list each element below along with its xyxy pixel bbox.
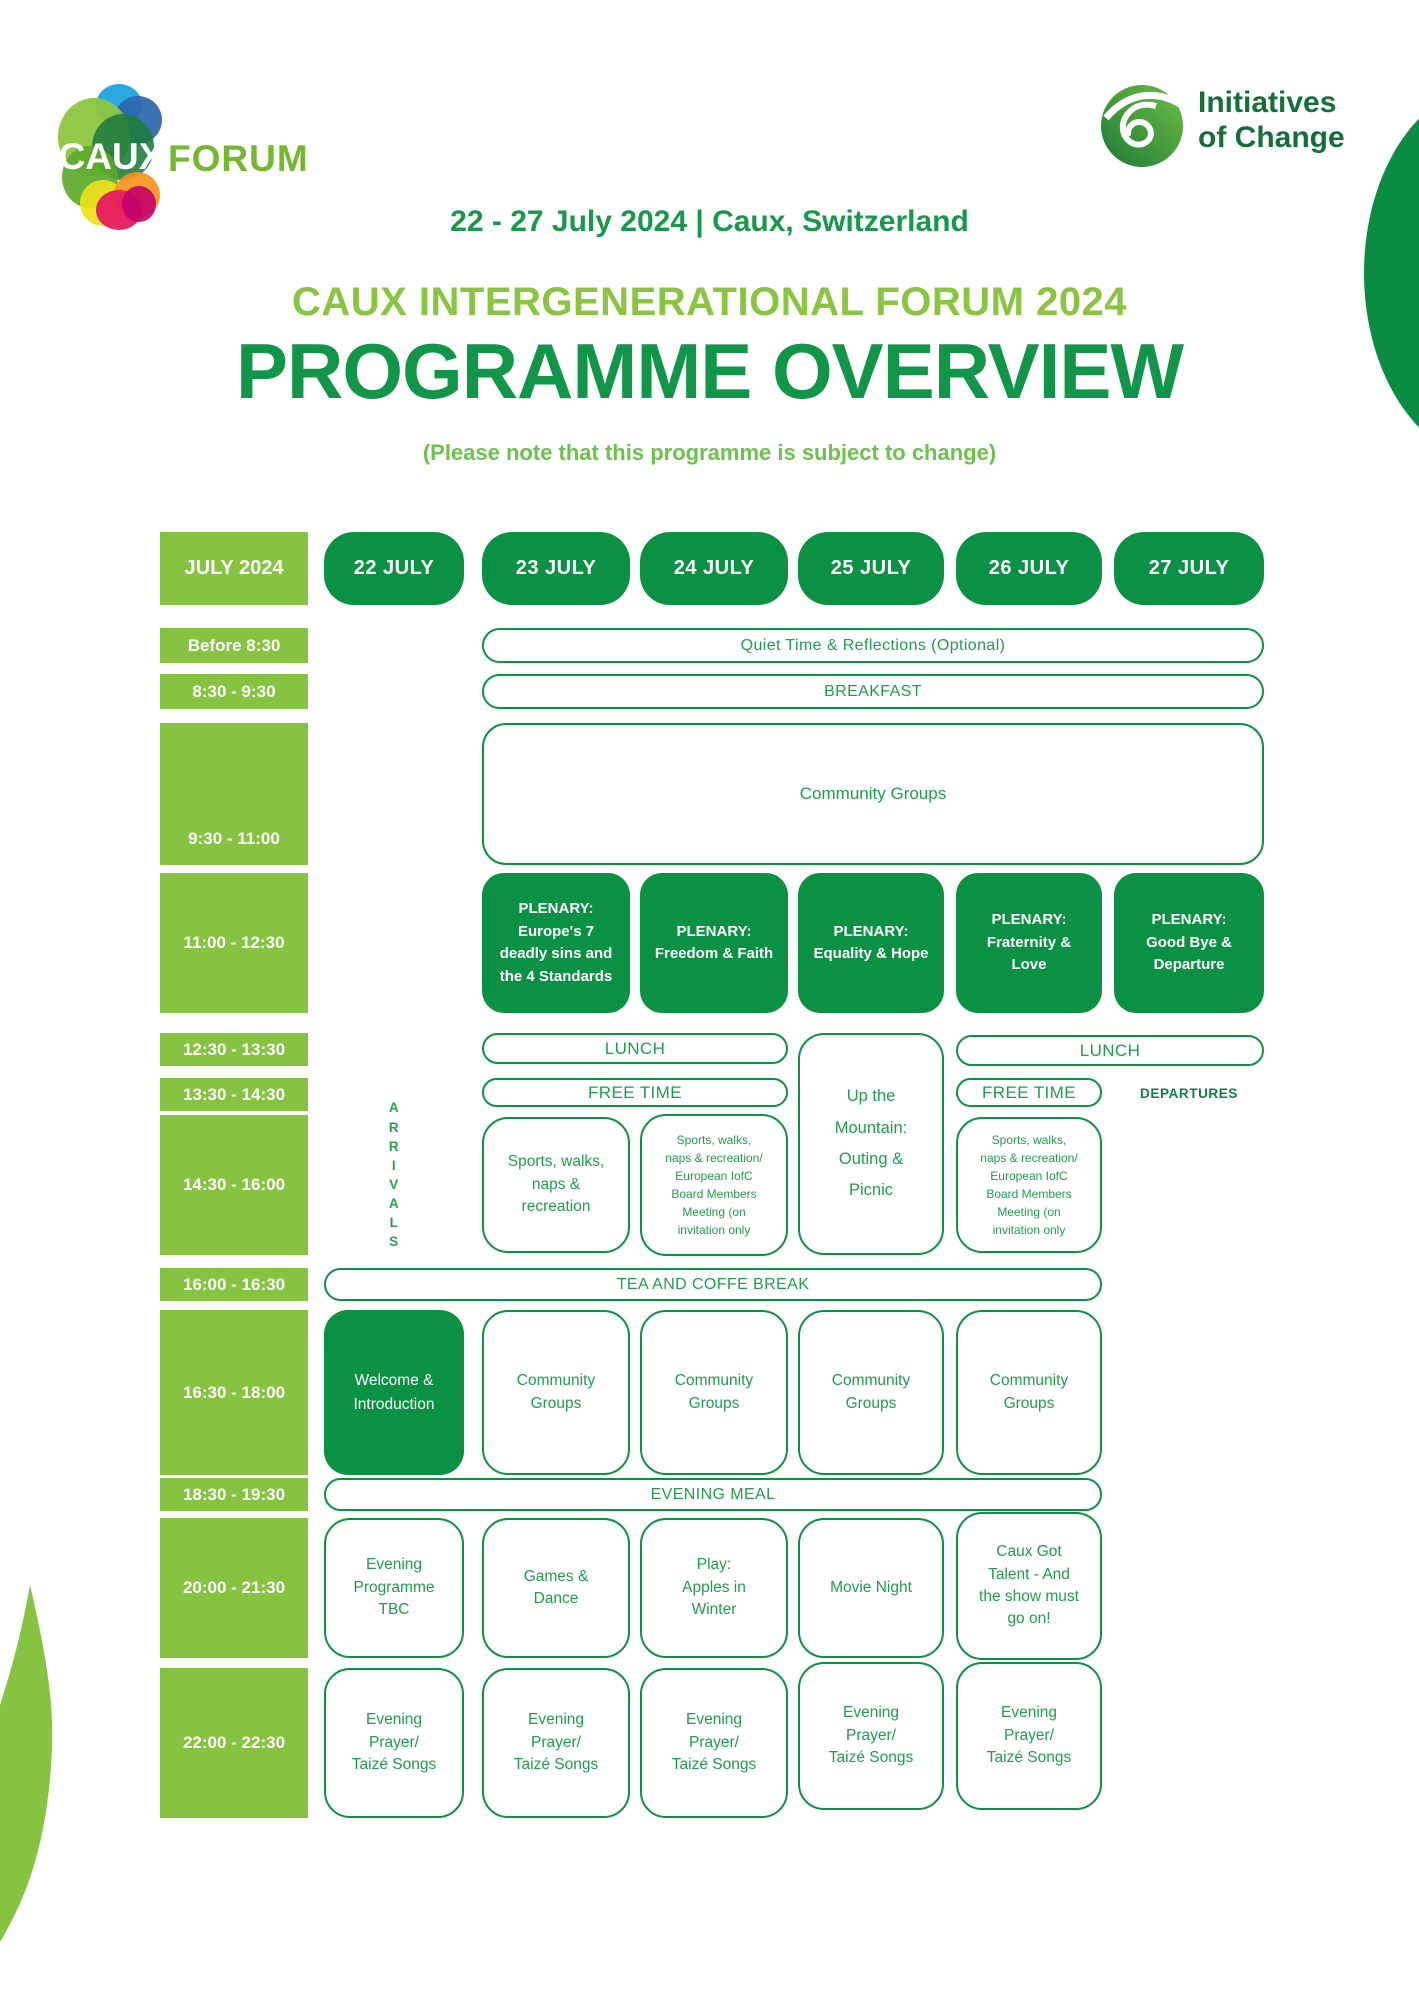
caux-forum-logo: CAUX FORUM (58, 84, 308, 234)
time-label-2000-2130: 20:00 - 21:30 (160, 1518, 308, 1658)
event-games-dance-23: Games & Dance (482, 1518, 630, 1658)
event-departures: DEPARTURES (1139, 1085, 1238, 1101)
event-sports-board-26-july: Sports, walks, naps & recreation/ Europe… (956, 1117, 1102, 1253)
event-lunch-26-27: LUNCH (956, 1035, 1264, 1066)
event-plenary-25-july: PLENARY: Equality & Hope (798, 873, 944, 1013)
time-label-930-1100: 9:30 - 11:00 (160, 723, 308, 865)
event-evening-prayer-23: Evening Prayer/ Taizé Songs (482, 1668, 630, 1818)
day-header-24-july: 24 JULY (640, 532, 788, 605)
event-community-groups-24-label: Community Groups (674, 1372, 754, 1412)
month-header: JULY 2024 (160, 532, 308, 605)
time-label-1330-1430: 13:30 - 14:30 (160, 1078, 308, 1111)
caux-logo-blob (122, 186, 156, 222)
day-header-25-july: 25 JULY (798, 532, 944, 605)
time-label-1430-1600: 14:30 - 16:00 (160, 1115, 308, 1255)
time-label-1630-1800: 16:30 - 18:00 (160, 1310, 308, 1475)
time-label-1100-1230: 11:00 - 12:30 (160, 873, 308, 1013)
event-tea-coffee-break: TEA AND COFFE BREAK (324, 1268, 1102, 1301)
event-breakfast: BREAKFAST (482, 674, 1264, 709)
event-evening-programme-22: Evening Programme TBC (324, 1518, 464, 1658)
event-free-time-23-24: FREE TIME (482, 1078, 788, 1107)
event-plenary-24-july: PLENARY: Freedom & Faith (640, 873, 788, 1013)
event-sports-23-label: Sports, walks, naps & recreation (507, 1153, 605, 1216)
disclaimer-note: (Please note that this programme is subj… (422, 440, 997, 465)
event-movie-night-25-label: Movie Night (830, 1578, 912, 1596)
event-up-the-mountain: Up the Mountain: Outing & Picnic (798, 1033, 944, 1255)
time-label-2200-2230: 22:00 - 22:30 (160, 1668, 308, 1818)
event-play-apples-24-label: Play: Apples in Winter (682, 1556, 746, 1619)
time-label-830-930: 8:30 - 9:30 (160, 674, 308, 709)
event-caux-got-talent-26: Caux Got Talent - And the show must go o… (956, 1512, 1102, 1660)
forum-logo-wordmark: FORUM (168, 138, 309, 179)
event-community-groups-25: Community Groups (798, 1310, 944, 1475)
initiatives-of-change-name: Initiatives of Change (1198, 86, 1345, 154)
event-community-groups-24: Community Groups (640, 1310, 788, 1475)
event-evening-prayer-25-label: Evening Prayer/ Taizé Songs (828, 1704, 914, 1767)
event-evening-prayer-24-label: Evening Prayer/ Taizé Songs (671, 1711, 757, 1774)
event-community-groups-26-label: Community Groups (989, 1372, 1069, 1412)
day-header-27-july: 27 JULY (1114, 532, 1264, 605)
time-label-1600-1630: 16:00 - 16:30 (160, 1268, 308, 1301)
day-header-26-july: 26 JULY (956, 532, 1102, 605)
day-header-22-july: 22 JULY (324, 532, 464, 605)
event-lunch-23-24: LUNCH (482, 1033, 788, 1064)
event-movie-night-25: Movie Night (798, 1518, 944, 1658)
event-name-line: CAUX INTERGENERATIONAL FORUM 2024 (291, 280, 1128, 324)
day-header-23-july: 23 JULY (482, 532, 630, 605)
date-location-line: 22 - 27 July 2024 | Caux, Switzerland (450, 205, 969, 238)
time-label-1230-1330: 12:30 - 13:30 (160, 1033, 308, 1066)
event-evening-programme-22-label: Evening Programme TBC (353, 1556, 435, 1619)
event-evening-prayer-26: Evening Prayer/ Taizé Songs (956, 1662, 1102, 1810)
event-play-apples-24: Play: Apples in Winter (640, 1518, 788, 1658)
event-community-groups-morning: Community Groups (482, 723, 1264, 865)
event-quiet-time: Quiet Time & Reflections (Optional) (482, 628, 1264, 663)
event-evening-meal: EVENING MEAL (324, 1478, 1102, 1511)
event-caux-got-talent-26-label: Caux Got Talent - And the show must go o… (979, 1543, 1079, 1628)
event-sports-23-july: Sports, walks, naps & recreation (482, 1117, 630, 1253)
event-sports-board-26-label: Sports, walks, naps & recreation/ Europe… (980, 1133, 1078, 1237)
event-evening-prayer-22: Evening Prayer/ Taizé Songs (324, 1668, 464, 1818)
page-title: PROGRAMME OVERVIEW (236, 327, 1184, 415)
initiatives-of-change-logo: Initiatives of Change (1100, 84, 1419, 174)
event-free-time-26: FREE TIME (956, 1078, 1102, 1107)
event-games-dance-23-label: Games & Dance (523, 1567, 589, 1607)
event-evening-prayer-22-label: Evening Prayer/ Taizé Songs (351, 1711, 437, 1774)
event-community-groups-25-label: Community Groups (831, 1372, 911, 1412)
event-arrivals: A R R I V A L S (388, 1100, 400, 1250)
caux-logo-wordmark: CAUX (58, 136, 164, 177)
event-welcome-label: Welcome & Introduction (353, 1372, 435, 1413)
event-evening-prayer-25: Evening Prayer/ Taizé Songs (798, 1662, 944, 1810)
event-plenary-23-july: PLENARY: Europe's 7 deadly sins and the … (482, 873, 630, 1013)
initiatives-of-change-icon (1101, 85, 1183, 167)
event-sports-board-24-label: Sports, walks, naps & recreation/ Europe… (665, 1133, 763, 1237)
time-label-1830-1930: 18:30 - 19:30 (160, 1478, 308, 1511)
event-evening-prayer-26-label: Evening Prayer/ Taizé Songs (986, 1704, 1072, 1767)
event-welcome-introduction: Welcome & Introduction (324, 1310, 464, 1475)
event-evening-prayer-23-label: Evening Prayer/ Taizé Songs (513, 1711, 599, 1774)
event-community-groups-23-label: Community Groups (516, 1372, 596, 1412)
time-label-before-830: Before 8:30 (160, 628, 308, 663)
event-plenary-27-july: PLENARY: Good Bye & Departure (1114, 873, 1264, 1013)
event-up-the-mountain-label: Up the Mountain: Outing & Picnic (834, 1087, 908, 1200)
event-evening-prayer-24: Evening Prayer/ Taizé Songs (640, 1668, 788, 1818)
event-community-groups-23: Community Groups (482, 1310, 630, 1475)
bottom-left-green-crescent-decoration (0, 1585, 53, 1942)
event-plenary-26-july: PLENARY: Fraternity & Love (956, 873, 1102, 1013)
event-community-groups-26: Community Groups (956, 1310, 1102, 1475)
event-sports-board-24-july: Sports, walks, naps & recreation/ Europe… (640, 1114, 788, 1256)
